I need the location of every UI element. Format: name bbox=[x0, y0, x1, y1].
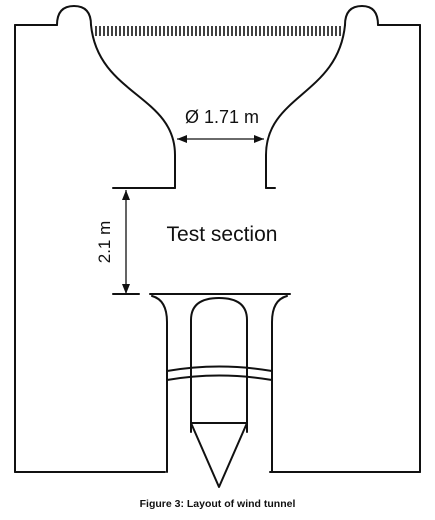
fan bbox=[166, 365, 273, 381]
diffuser-left-wall bbox=[151, 295, 168, 473]
fan-blade-top bbox=[166, 365, 273, 372]
figure-caption: Figure 3: Layout of wind tunnel bbox=[139, 498, 296, 510]
flow-straightener-screens bbox=[95, 26, 341, 36]
nozzle-right-contour bbox=[265, 24, 346, 189]
nozzle-left-contour bbox=[90, 24, 176, 189]
fan-nacelle bbox=[190, 297, 248, 488]
diameter-arrow-left bbox=[177, 135, 187, 143]
diffuser-right-wall bbox=[271, 295, 288, 473]
fan-blade-bottom bbox=[166, 374, 273, 381]
height-arrow-top bbox=[122, 190, 130, 200]
diameter-arrow-right bbox=[254, 135, 264, 143]
right-inlet-dome bbox=[344, 5, 379, 26]
diameter-label: Ø 1.71 m bbox=[185, 107, 259, 127]
nacelle-tail-cone bbox=[190, 422, 248, 488]
height-arrow-bottom bbox=[122, 284, 130, 294]
diameter-dimension: Ø 1.71 m bbox=[177, 107, 264, 143]
test-section-label: Test section bbox=[167, 223, 278, 246]
diffuser bbox=[112, 293, 291, 473]
left-inlet-dome bbox=[56, 5, 92, 26]
height-label: 2.1 m bbox=[95, 221, 114, 264]
height-dimension: 2.1 m bbox=[95, 190, 130, 294]
chamber-walls bbox=[14, 24, 421, 473]
nacelle-body bbox=[190, 297, 248, 433]
